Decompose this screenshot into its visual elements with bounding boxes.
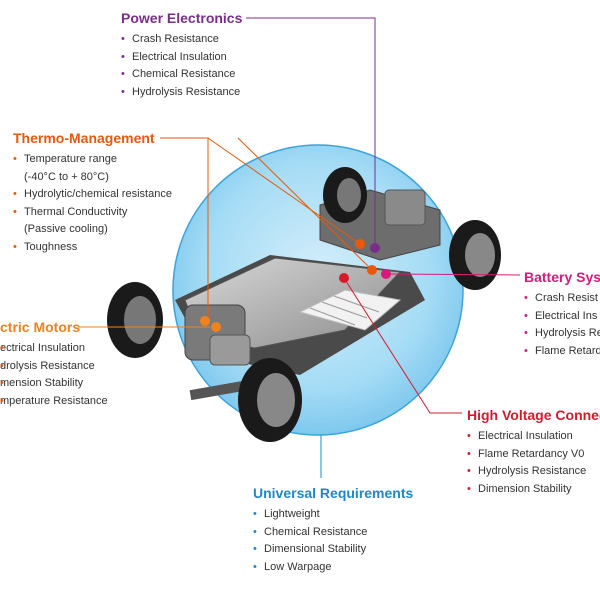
list-item: Crash Resistance xyxy=(121,31,242,49)
battery-systems-title: Battery Sys xyxy=(524,269,600,285)
hv-marker xyxy=(339,273,349,283)
list-item: Flame Retardancy V0 xyxy=(467,446,600,464)
electric-motors-list: ectrical Insulation drolysis Resistance … xyxy=(0,340,108,410)
list-item: mension Stability xyxy=(0,375,108,393)
battery-systems-group: Battery Sys Crash Resist Electrical Ins … xyxy=(524,268,600,360)
thermo-management-group: Thermo-Management Temperature range(-40°… xyxy=(13,129,172,257)
list-item: Electrical Insulation xyxy=(121,49,242,67)
list-item: Toughness xyxy=(13,239,172,257)
list-item: mperature Resistance xyxy=(0,393,108,411)
motors-marker-1 xyxy=(200,316,210,326)
list-item: Lightweight xyxy=(253,506,413,524)
wheels xyxy=(107,167,501,442)
list-item: Hydrolysis Re xyxy=(524,325,600,343)
list-item: Hydrolysis Resistance xyxy=(121,84,242,102)
thermo-management-list: Temperature range(-40°C to + 80°C) Hydro… xyxy=(13,151,172,257)
list-item: Temperature range(-40°C to + 80°C) xyxy=(13,151,172,186)
power-electronics-group: Power Electronics Crash Resistance Elect… xyxy=(121,9,242,101)
power-electronics-list: Crash Resistance Electrical Insulation C… xyxy=(121,31,242,101)
list-item: Chemical Resistance xyxy=(121,66,242,84)
universal-requirements-list: Lightweight Chemical Resistance Dimensio… xyxy=(253,506,413,576)
electric-motors-title: ctric Motors xyxy=(0,319,81,335)
battery-marker xyxy=(381,269,391,279)
electric-motors-group: ctric Motors ectrical Insulation drolysi… xyxy=(0,318,108,410)
list-item: Electrical Ins xyxy=(524,308,600,326)
hv-leader-line xyxy=(343,277,462,414)
list-item: Chemical Resistance xyxy=(253,524,413,542)
high-voltage-list: Electrical Insulation Flame Retardancy V… xyxy=(467,428,600,498)
power-leader-line xyxy=(246,17,376,246)
list-item: Crash Resist xyxy=(524,290,600,308)
universal-requirements-group: Universal Requirements Lightweight Chemi… xyxy=(253,484,413,576)
power-electronics-title: Power Electronics xyxy=(121,10,243,26)
thermo-leader-b xyxy=(207,137,361,245)
list-item: Electrical Insulation xyxy=(467,428,600,446)
list-item: drolysis Resistance xyxy=(0,358,108,376)
high-voltage-group: High Voltage Connec Electrical Insulatio… xyxy=(467,406,600,498)
thermo-marker-2 xyxy=(367,265,377,275)
power-marker xyxy=(370,243,380,253)
motors-marker-2 xyxy=(211,322,221,332)
list-item: Dimensional Stability xyxy=(253,541,413,559)
battery-leader-line xyxy=(385,273,521,276)
list-item: Low Warpage xyxy=(253,559,413,577)
list-item: Thermal Conductivity(Passive cooling) xyxy=(13,204,172,239)
battery-systems-list: Crash Resist Electrical Ins Hydrolysis R… xyxy=(524,290,600,360)
thermo-marker-1 xyxy=(355,239,365,249)
universal-requirements-title: Universal Requirements xyxy=(253,485,414,501)
thermo-management-title: Thermo-Management xyxy=(13,130,155,146)
list-item: Hydrolysis Resistance xyxy=(467,463,600,481)
list-item: ectrical Insulation xyxy=(0,340,108,358)
list-item: Hydrolytic/chemical resistance xyxy=(13,186,172,204)
thermo-leader-c xyxy=(237,137,373,271)
list-item: Flame Retarda xyxy=(524,343,600,361)
list-item: Dimension Stability xyxy=(467,481,600,499)
high-voltage-title: High Voltage Connec xyxy=(467,407,600,423)
